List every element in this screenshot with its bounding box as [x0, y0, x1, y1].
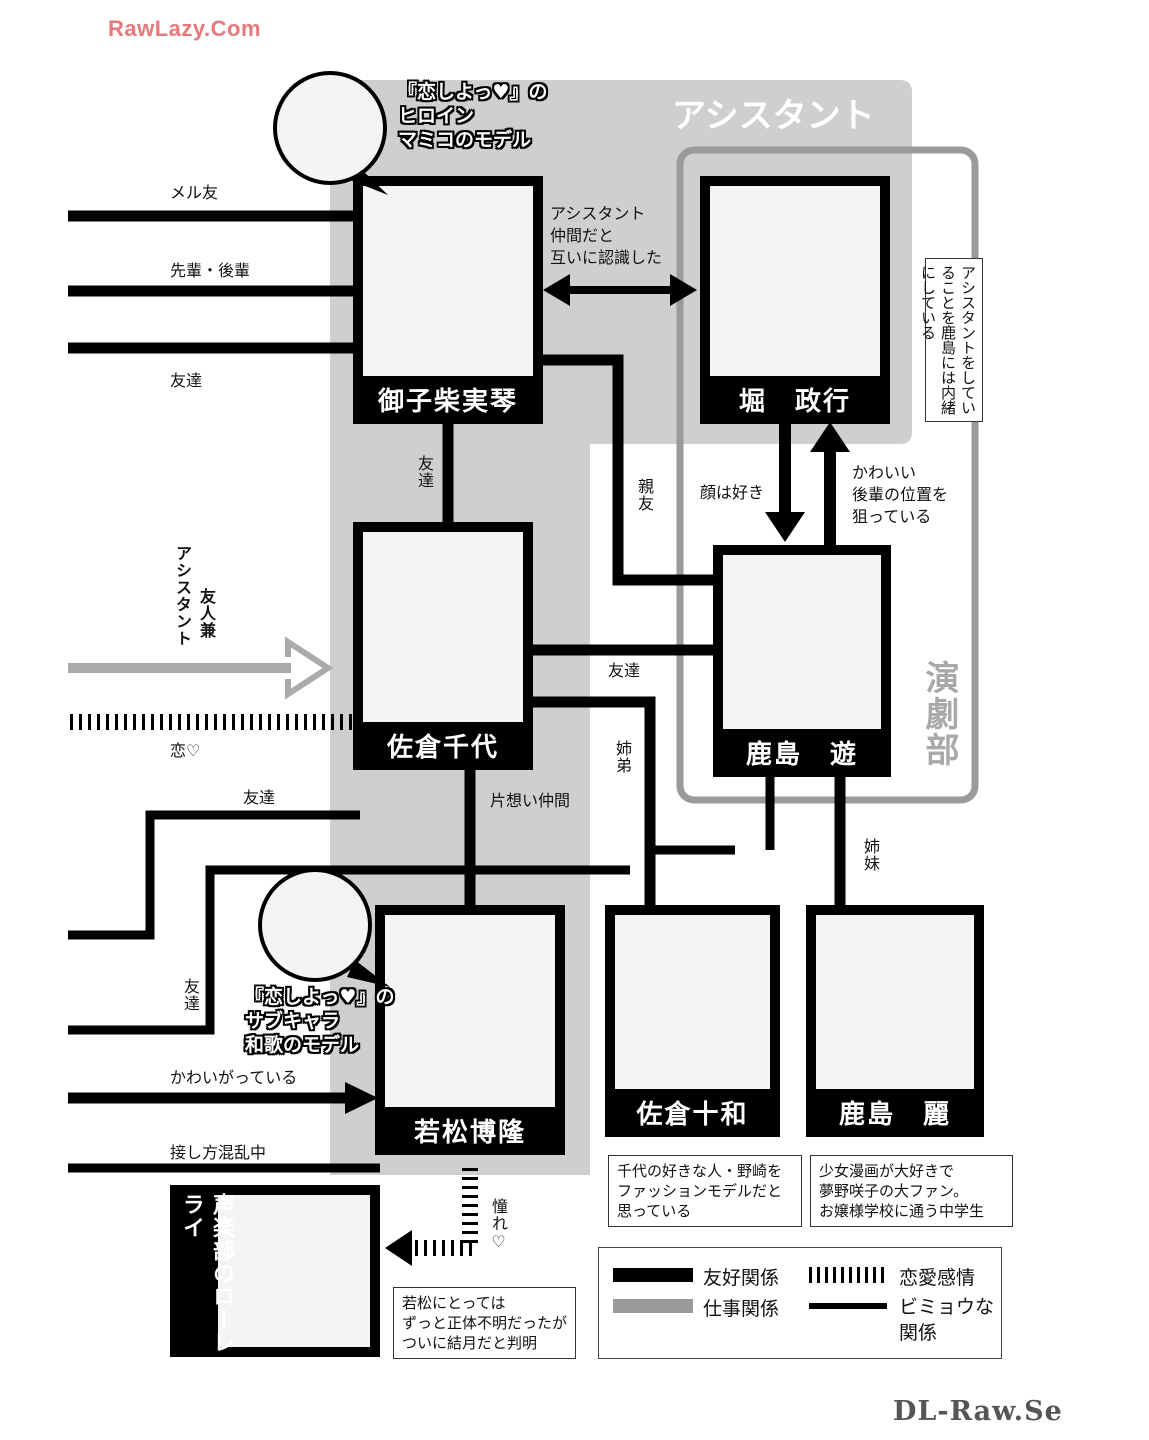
label-tomodachi-mid: 友達: [608, 661, 641, 680]
portrait-hori: 堀 政行: [700, 176, 890, 424]
portrait-mikoshiba-image: [363, 186, 533, 376]
bubble-mamiko-shape: [273, 71, 388, 195]
note-towa: 千代の好きな人・野崎を ファッションモデルだと 思っている: [608, 1155, 802, 1227]
label-akogare: 憧れ♡: [489, 1198, 508, 1252]
label-tomodachi-1: 友達: [170, 371, 203, 390]
label-sesshikata: 接し方混乱中: [170, 1143, 267, 1162]
label-kataomoi: 片想い仲間: [490, 791, 571, 810]
name-wakamatsu: 若松博隆: [413, 1118, 526, 1148]
portrait-towa-image: [615, 915, 770, 1089]
label-assistant-mutual: アシスタント 仲間だと 互いに認識した: [550, 204, 663, 267]
name-kashima: 鹿島 遊: [745, 740, 858, 770]
name-rei: 鹿島 麗: [838, 1100, 951, 1130]
portrait-kashima-image: [723, 555, 881, 729]
note-wakamatsu: 若松にとっては ずっと正体不明だったが ついに結月だと判明: [393, 1287, 576, 1359]
portrait-lorelei-image: [218, 1195, 370, 1347]
label-assistant-vertical: アシスタント: [173, 545, 192, 647]
bubble-waka-shape: [258, 868, 390, 987]
legend-swatches: [613, 1267, 887, 1313]
portrait-chiyo: 佐倉千代: [353, 522, 533, 770]
legend-subtle: ビミョウな 関係: [899, 1296, 995, 1344]
label-koi: 恋♡: [170, 741, 201, 760]
label-shitei: 姉弟: [613, 740, 632, 774]
label-tomodachi-low: 友達: [181, 978, 200, 1012]
watermark-top: RawLazy.Com: [108, 16, 262, 41]
portrait-lorelei: 声楽部のローレライ: [170, 1185, 380, 1357]
name-towa: 佐倉十和: [636, 1100, 749, 1130]
group-title-drama-club: 演劇部: [919, 660, 959, 768]
portrait-rei: 鹿島 麗: [806, 905, 984, 1137]
name-hori: 堀 政行: [738, 387, 851, 417]
portrait-hori-image: [710, 186, 880, 376]
portrait-towa: 佐倉十和: [605, 905, 780, 1137]
label-shinyu: 親友: [635, 478, 654, 512]
legend-romance: 恋愛感情: [899, 1267, 976, 1289]
name-mikoshiba: 御子柴実琴: [377, 387, 518, 417]
legend-friendship: 友好関係: [703, 1267, 780, 1289]
portrait-chiyo-image: [363, 532, 523, 722]
watermark-bottom: DL-Raw.Se: [893, 1396, 1063, 1427]
portrait-mikoshiba: 御子柴実琴: [353, 176, 543, 424]
group-title-assistant: アシスタント: [672, 96, 875, 136]
label-tomodachi-vertical: 友達: [415, 455, 434, 489]
portrait-kashima: 鹿島 遊: [713, 545, 891, 777]
portrait-rei-image: [816, 915, 974, 1089]
label-yujin-ken: 友人兼: [197, 588, 216, 639]
portrait-wakamatsu-image: [385, 915, 555, 1107]
label-kawaigatte-iru: かわいがっている: [170, 1068, 298, 1087]
name-lorelei: 声楽部のローレライ: [179, 1193, 234, 1354]
legend-work: 仕事関係: [703, 1298, 780, 1320]
note-rei: 少女漫画が大好きで 夢野咲子の大ファン。 お嬢様学校に通う中学生: [810, 1155, 1013, 1227]
note-hori: アシスタントをしていることを鹿島には内緒にしている: [919, 258, 983, 422]
label-tomodachi-left: 友達: [243, 788, 276, 807]
label-senpai-kohai: 先輩・後輩: [170, 261, 251, 280]
label-kawaii-kohai: かわいい 後輩の位置を 狙っている: [852, 463, 949, 526]
label-shimai: 姉妹: [861, 838, 880, 872]
bubble-waka-text: 『恋しよっ♥』の サブキャラ 和歌のモデル: [245, 986, 395, 1056]
legend-box: 友好関係 仕事関係 恋愛感情 ビミョウな 関係: [598, 1247, 1002, 1359]
name-chiyo: 佐倉千代: [386, 733, 499, 763]
label-kao-wa-suki: 顔は好き: [700, 483, 765, 502]
bubble-mamiko-text: 『恋しよっ♥』の ヒロイン マミコのモデル: [398, 81, 548, 151]
portrait-wakamatsu: 若松博隆: [375, 905, 565, 1155]
label-meru-tomo: メル友: [170, 183, 219, 202]
